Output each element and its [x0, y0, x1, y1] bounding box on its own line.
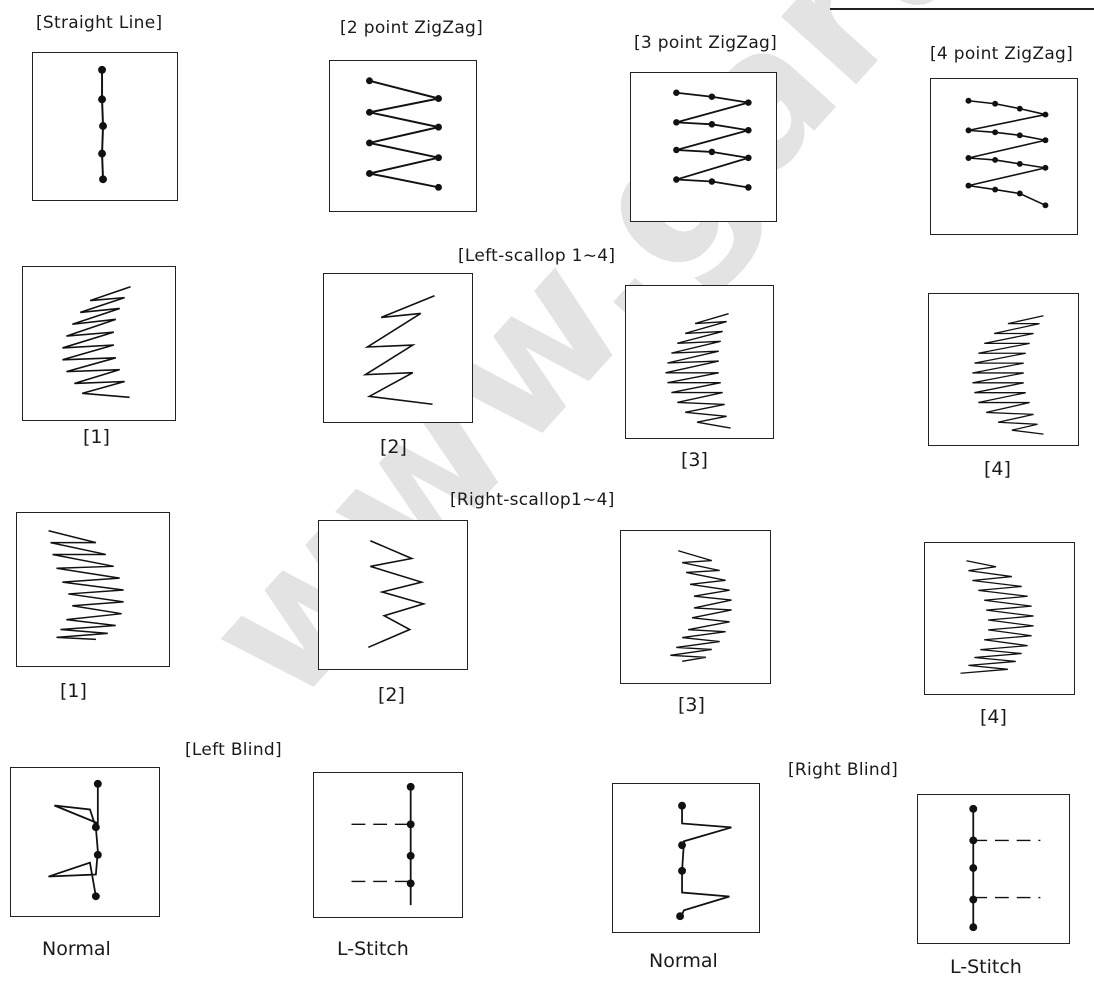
left-blind-l-stitch-diagram: [313, 772, 463, 918]
label-left-blind: [Left Blind]: [185, 740, 282, 760]
right-scallop-3-diagram: [620, 530, 771, 684]
caption-right-scallop-1: [1]: [60, 680, 87, 702]
caption-right-scallop-3: [3]: [678, 694, 705, 716]
top-rule-line: [830, 8, 1094, 10]
4-point-zigzag-diagram: [930, 78, 1078, 235]
caption-left-scallop-2: [2]: [380, 436, 407, 458]
caption-left-scallop-3: [3]: [681, 449, 708, 471]
caption-right-scallop-4: [4]: [980, 706, 1007, 728]
right-scallop-1-diagram: [16, 512, 170, 667]
right-blind-normal-diagram: [612, 783, 760, 933]
caption-right-scallop-2: [2]: [378, 684, 405, 706]
label-4-point-zigzag: [4 point ZigZag]: [930, 44, 1074, 64]
label-right-blind: [Right Blind]: [788, 760, 899, 780]
label-straight-line: [Straight Line]: [36, 13, 163, 33]
left-scallop-2-diagram: [323, 273, 473, 423]
3-point-zigzag-diagram: [630, 72, 777, 222]
label-left-scallop: [Left-scallop 1∼4]: [458, 246, 616, 266]
left-blind-normal-diagram: [10, 767, 160, 917]
caption-left-scallop-4: [4]: [984, 458, 1011, 480]
straight-line-diagram: [32, 52, 178, 201]
right-scallop-4-diagram: [924, 542, 1075, 695]
label-2-point-zigzag: [2 point ZigZag]: [340, 18, 484, 38]
caption-left-blind-l-stitch: L-Stitch: [337, 938, 409, 960]
caption-right-blind-l-stitch: L-Stitch: [950, 956, 1022, 978]
right-scallop-2-diagram: [318, 520, 468, 670]
left-scallop-1-diagram: [22, 266, 176, 421]
label-3-point-zigzag: [3 point ZigZag]: [634, 33, 778, 53]
caption-right-blind-normal: Normal: [649, 950, 718, 972]
label-right-scallop: [Right-scallop1∼4]: [450, 490, 615, 510]
caption-left-blind-normal: Normal: [42, 938, 111, 960]
2-point-zigzag-diagram: [329, 60, 477, 212]
left-scallop-3-diagram: [625, 285, 774, 439]
watermark-text: www.garu: [163, 0, 1028, 741]
caption-left-scallop-1: [1]: [83, 426, 110, 448]
right-blind-l-stitch-diagram: [917, 794, 1070, 944]
left-scallop-4-diagram: [928, 293, 1079, 446]
